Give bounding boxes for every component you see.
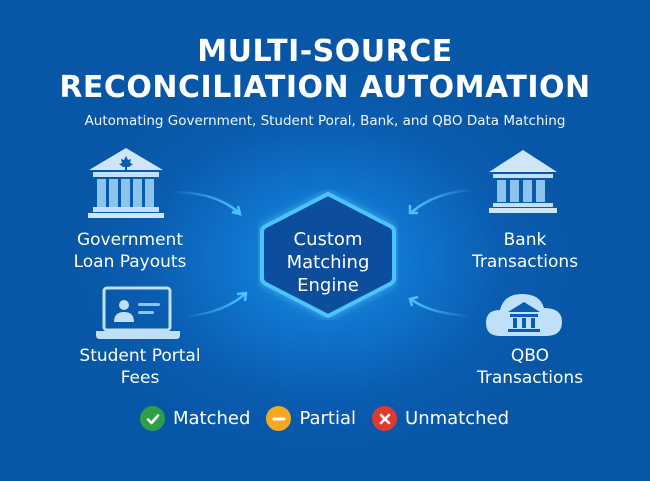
cloud-bank-icon xyxy=(486,294,562,336)
legend-label-partial: Partial xyxy=(299,408,357,429)
legend-item-partial: Partial xyxy=(266,406,356,431)
arrow-qbo-to-engine xyxy=(408,295,471,318)
engine-label-line1: Custom xyxy=(293,229,363,250)
engine-label: Custom Matching Engine xyxy=(258,228,398,297)
bank-label-line2: Transactions xyxy=(471,252,579,272)
government-label-line1: Government xyxy=(76,230,184,250)
legend-label-matched: Matched xyxy=(173,408,251,429)
qbo-label-line2: Transactions xyxy=(476,368,584,388)
arrow-bank-to-engine xyxy=(408,188,475,215)
title-line-1: MULTI-SOURCE xyxy=(197,34,453,69)
qbo-source-label: QBO Transactions xyxy=(455,345,605,389)
government-building-icon xyxy=(88,148,164,218)
legend-item-unmatched: Unmatched xyxy=(372,406,509,431)
student-source-label: Student Portal Fees xyxy=(55,345,225,389)
laptop-profile-icon xyxy=(96,286,180,339)
status-legend: Matched Partial Unmatched xyxy=(140,406,525,431)
qbo-label-line1: QBO xyxy=(510,346,550,366)
government-label-line2: Loan Payouts xyxy=(73,252,187,272)
engine-label-line3: Engine xyxy=(297,275,359,296)
title-line-2: RECONCILIATION AUTOMATION xyxy=(59,70,591,105)
arrow-government-to-engine xyxy=(171,190,242,216)
student-label-line2: Fees xyxy=(120,368,160,388)
legend-item-matched: Matched xyxy=(140,406,250,431)
x-icon xyxy=(372,406,398,431)
government-source-label: Government Loan Payouts xyxy=(55,229,205,273)
arrow-student-to-engine xyxy=(184,291,248,319)
check-icon xyxy=(140,406,165,431)
bank-label-line1: Bank xyxy=(503,230,547,250)
bank-building-icon xyxy=(489,150,557,213)
subtitle: Automating Government, Student Poral, Ba… xyxy=(84,113,566,129)
legend-label-unmatched: Unmatched xyxy=(405,408,510,429)
minus-icon xyxy=(266,406,292,431)
engine-hexagon xyxy=(260,191,396,319)
student-label-line1: Student Portal xyxy=(79,346,201,366)
bank-source-label: Bank Transactions xyxy=(455,229,595,273)
engine-label-line2: Matching xyxy=(286,252,370,273)
